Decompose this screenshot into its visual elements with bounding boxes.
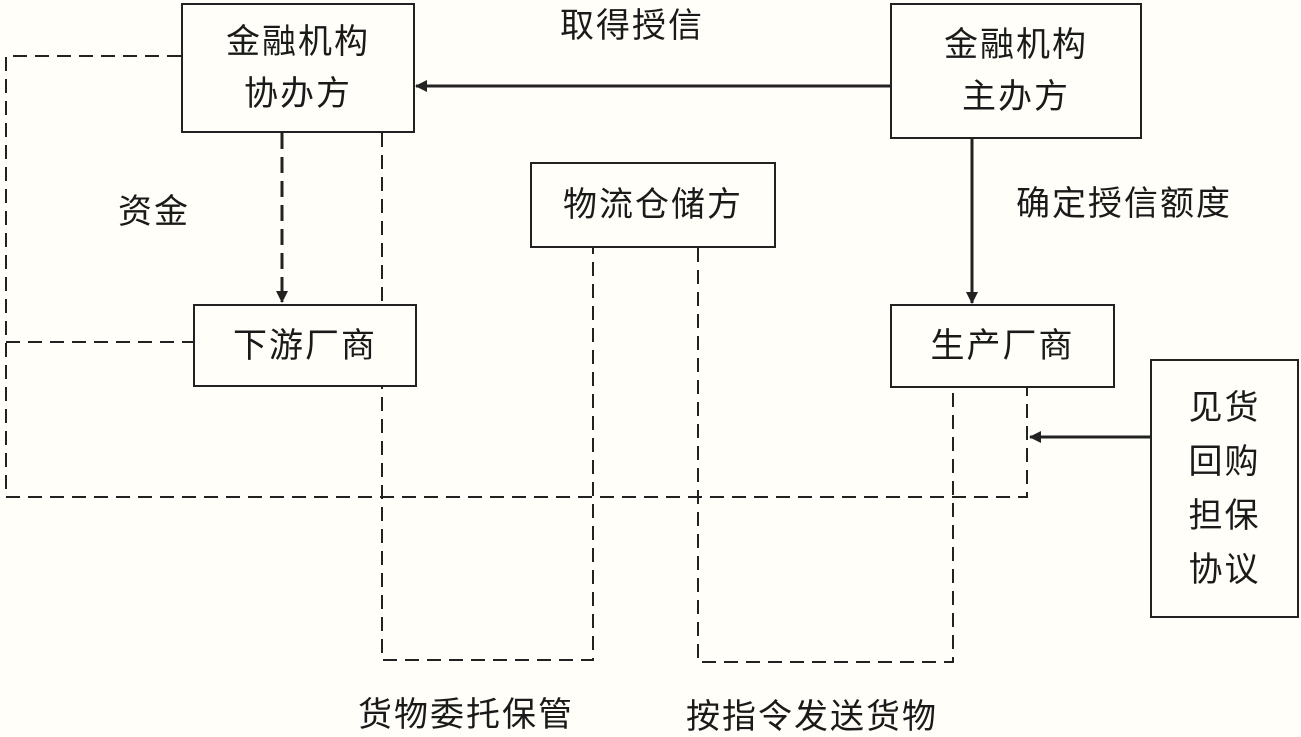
credit-limit-label: 确定授信额度 [1016,184,1232,224]
main-financial-institution-line1: 金融机构 [944,25,1088,65]
co-financial-institution-line1: 金融机构 [226,22,370,62]
buyback-agreement-box: 见货 回购 担保 协议 [1150,359,1299,618]
entrust-label: 货物委托保管 [358,695,574,735]
co-financial-institution-line2: 协办方 [244,74,352,114]
downstream-manufacturer-box: 下游厂商 [193,304,417,387]
manufacturer-label: 生产厂商 [930,326,1075,366]
agreement-line4: 协议 [1188,549,1261,590]
funds-label: 资金 [118,192,190,232]
guarantee-loop [5,55,1028,498]
manufacturer-box: 生产厂商 [890,304,1115,388]
credit-label: 取得授信 [560,6,704,46]
main-financial-institution-box: 金融机构 主办方 [890,3,1142,139]
co-financial-institution-box: 金融机构 协办方 [181,3,415,133]
ship-label: 按指令发送货物 [686,697,938,737]
agreement-line1: 见货 [1188,387,1261,428]
logistics-warehouse-box: 物流仓储方 [530,162,776,248]
agreement-line2: 回购 [1188,441,1261,482]
ship-line [697,248,954,663]
downstream-manufacturer-label: 下游厂商 [233,325,377,366]
main-financial-institution-line2: 主办方 [962,77,1070,117]
logistics-warehouse-label: 物流仓储方 [563,185,743,225]
agreement-line3: 担保 [1188,495,1261,536]
